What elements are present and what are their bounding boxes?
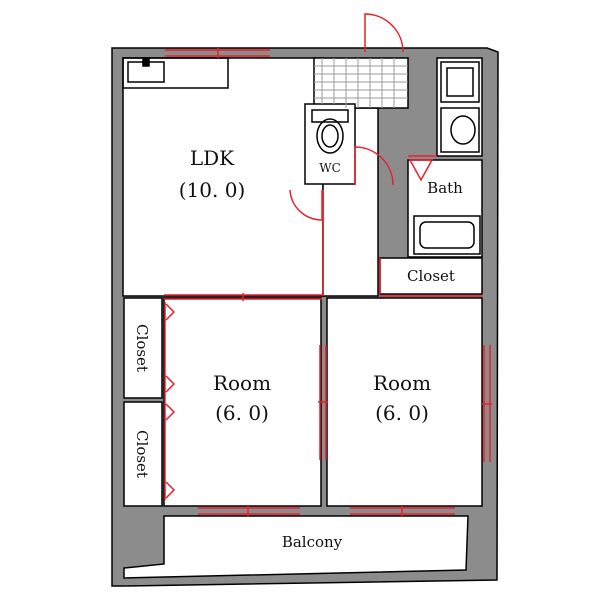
balcony-floor [123,515,469,579]
ldk-floor [122,57,324,297]
hinged-doors [165,13,437,499]
windows [165,48,492,516]
bathtub-icon [413,215,481,255]
room-right-size: (6. 0) [375,401,429,425]
room-left-label: Room [213,371,271,395]
washbasin-icon [440,61,480,153]
entrance-door [364,13,404,53]
ldk-size: (10. 0) [179,178,246,202]
bath-door [408,159,434,182]
closet-right-label: Closet [407,267,455,285]
bath-floor [407,159,483,258]
wc-floor [304,103,356,185]
closet-left-upper-label: Closet [133,324,151,372]
room-left-size: (6. 0) [215,401,269,425]
ldk-door [289,189,323,221]
room-right-label: Room [373,371,431,395]
entry-tiles [314,58,408,108]
sliding-doors [164,190,482,500]
closet-left-lower-label: Closet [133,430,151,478]
balcony-label: Balcony [282,533,343,551]
closet-left-upper-floor [123,297,163,399]
wc-label: WC [319,161,341,175]
room-left-floor [163,297,322,507]
ldk-label: LDK [190,146,235,170]
washroom-floor [436,57,483,157]
bath-label: Bath [427,179,463,197]
wc-door [354,146,394,186]
closet-left-lower-floor [123,401,163,507]
kitchen-counter [122,57,229,89]
closet-door-marks [165,303,176,499]
room-right-floor [326,297,483,507]
closet-right-floor [379,257,483,295]
toilet-icon [311,109,349,154]
